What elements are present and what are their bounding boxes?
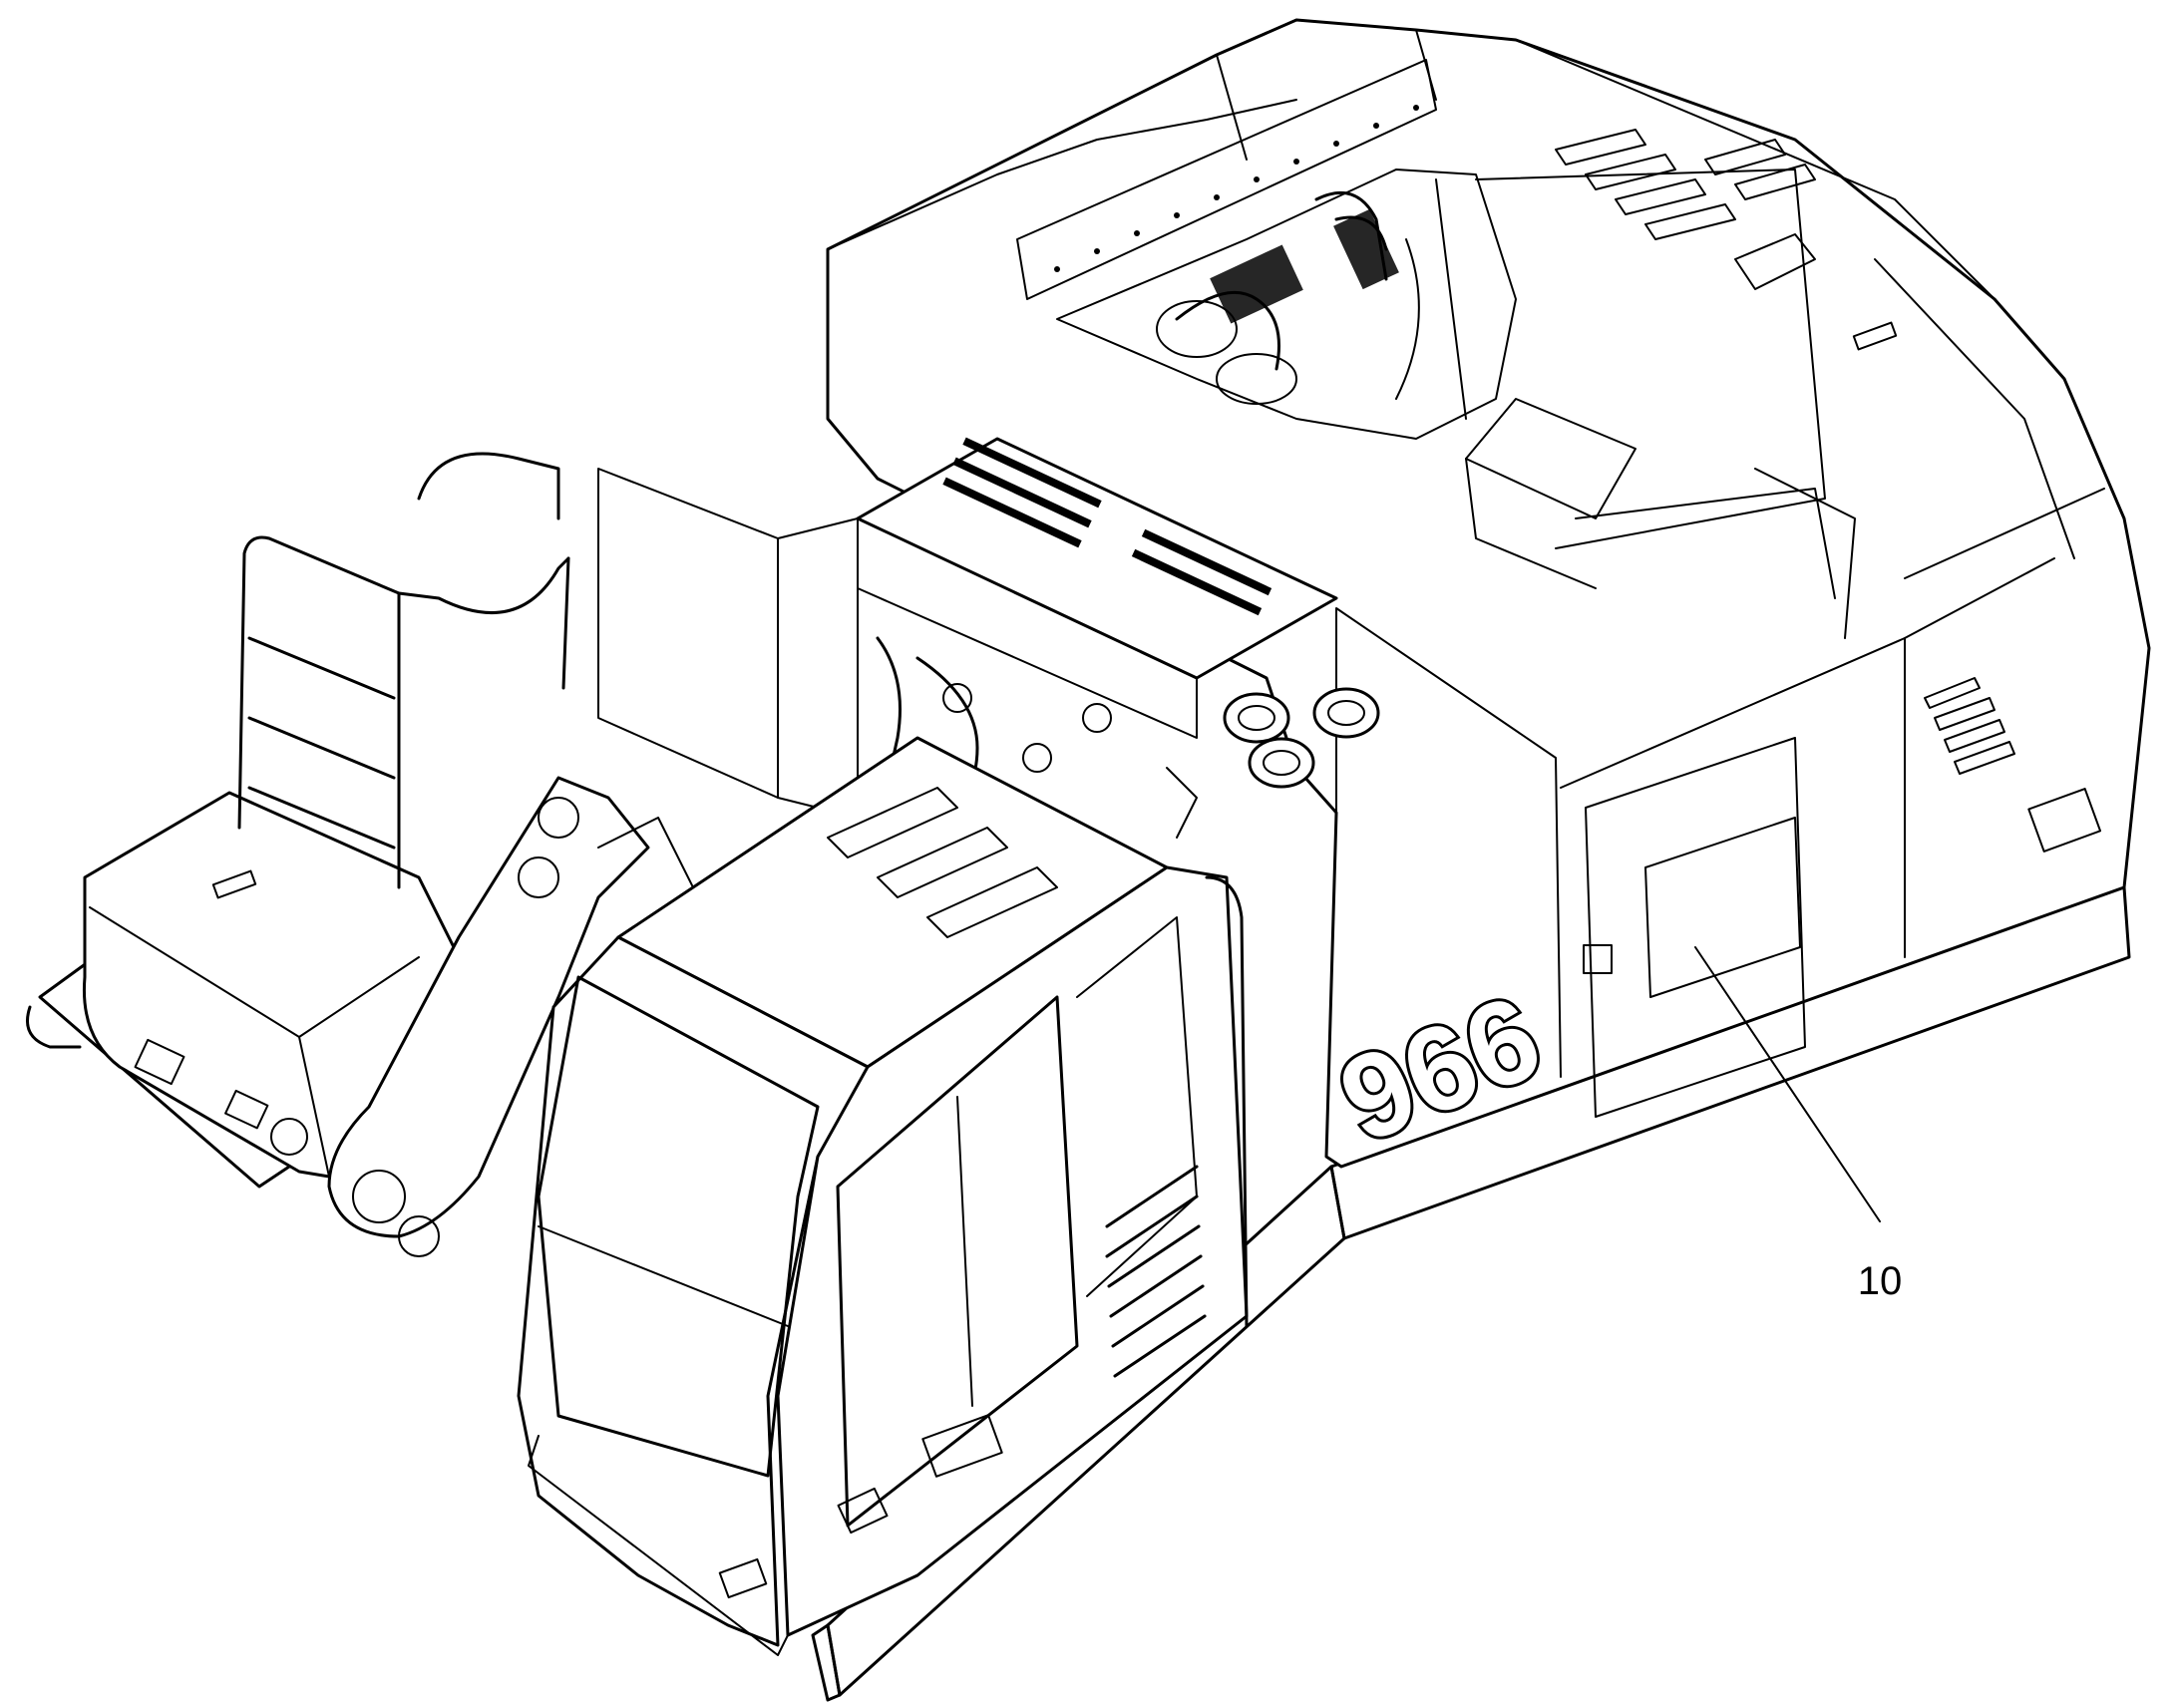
callout-leader-line — [1694, 946, 1881, 1222]
callout-label: 10 — [1858, 1259, 1903, 1303]
boom-foot — [327, 776, 699, 1257]
callout-10: 10 — [1694, 946, 1903, 1303]
left-handrail — [237, 452, 570, 889]
counterweight — [82, 791, 461, 1179]
valve-deck — [597, 437, 1380, 839]
engine-bay — [1056, 129, 1898, 639]
operator-cab — [517, 736, 1249, 1656]
